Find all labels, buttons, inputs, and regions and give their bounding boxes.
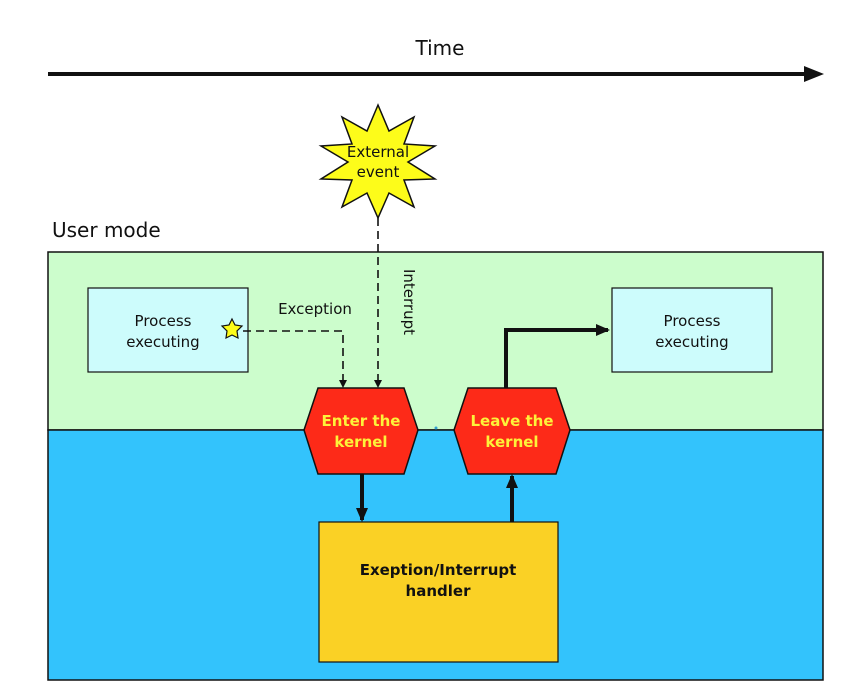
process-before-label-1: Process	[135, 312, 192, 330]
process-after-label-2: executing	[655, 333, 728, 351]
process-before-label-2: executing	[126, 333, 199, 351]
process-after-label-1: Process	[664, 312, 721, 330]
enter-kernel-hexagon	[303, 387, 419, 475]
exception-arrow	[243, 330, 347, 388]
user-mode-label: User mode	[52, 218, 161, 242]
leave-kernel-label-1: Leave the	[470, 412, 553, 430]
exception-star-icon	[220, 317, 244, 340]
external-event-star	[318, 103, 438, 220]
return-to-user-arrow	[504, 324, 610, 388]
leave-kernel-label-2: kernel	[485, 433, 538, 451]
process-executing-after	[611, 287, 773, 373]
external-event-label-1: External	[347, 143, 409, 161]
boundary-dot	[434, 426, 438, 430]
interrupt-label: Interrupt	[400, 269, 418, 335]
handler-label-1: Exeption/Interrupt	[360, 561, 517, 579]
exception-interrupt-handler	[318, 521, 559, 663]
enter-kernel-label-2: kernel	[334, 433, 387, 451]
external-event-label-2: event	[357, 163, 400, 181]
leave-kernel-hexagon	[453, 387, 571, 475]
time-axis-arrowhead	[804, 66, 824, 82]
time-axis-label: Time	[415, 36, 465, 60]
enter-kernel-label-1: Enter the	[322, 412, 401, 430]
handler-label-2: handler	[406, 582, 472, 600]
exception-label: Exception	[278, 300, 352, 318]
process-executing-before	[87, 287, 249, 373]
